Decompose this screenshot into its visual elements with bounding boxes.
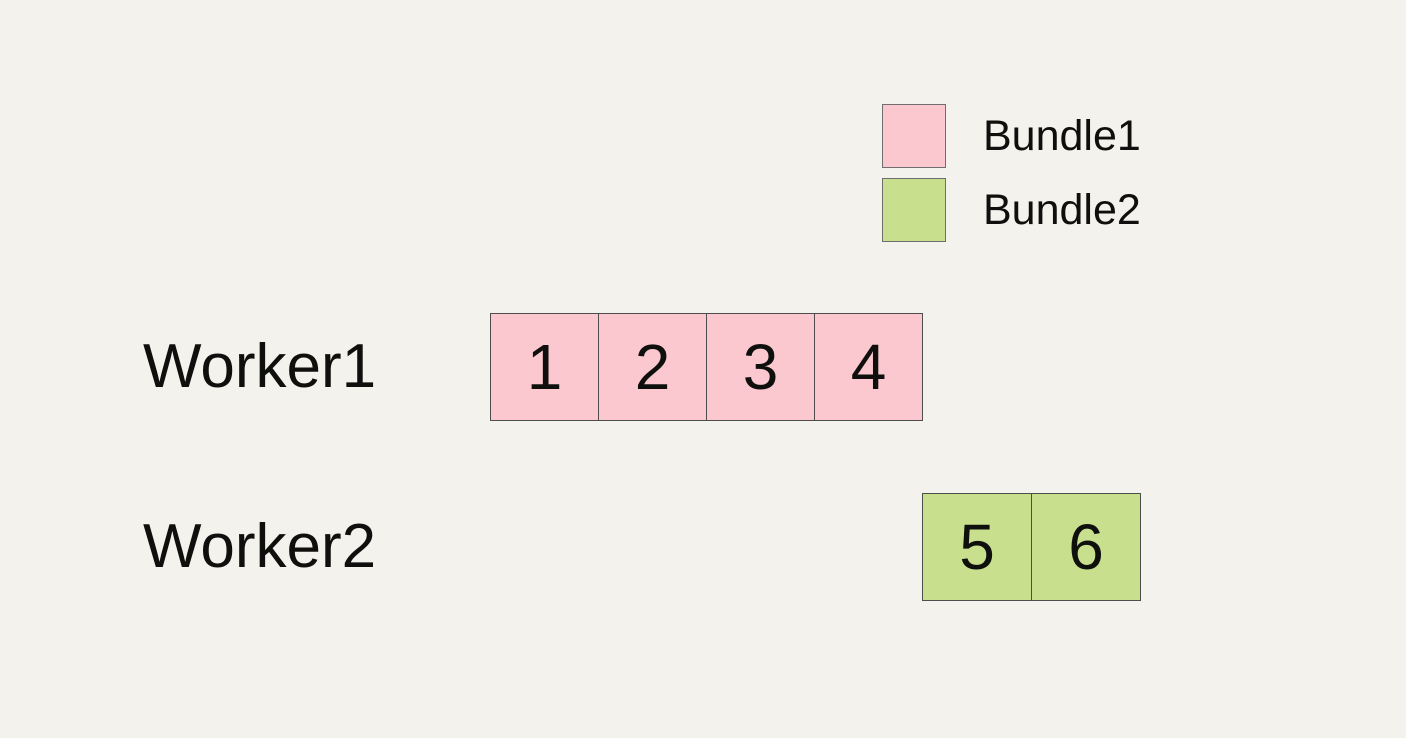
legend-item-bundle2: Bundle2: [882, 178, 1141, 242]
bundle2-swatch-icon: [882, 178, 946, 242]
legend-label-bundle2: Bundle2: [983, 185, 1141, 234]
task-cell-5: 5: [959, 511, 995, 583]
worker1-bundle1-row: 1 2 3 4: [490, 313, 923, 421]
worker2-bundle2-row: 5 6: [922, 493, 1141, 601]
task-cell-3: 3: [706, 314, 814, 420]
legend: Bundle1 Bundle2: [882, 104, 1141, 242]
worker1-label: Worker1: [143, 332, 377, 401]
legend-item-bundle1: Bundle1: [882, 104, 1141, 168]
worker2-label: Worker2: [143, 512, 377, 581]
legend-label-bundle1: Bundle1: [983, 111, 1141, 160]
task-cell-1: 1: [526, 331, 563, 403]
task-cell-6: 6: [1031, 494, 1140, 600]
bundle1-swatch-icon: [882, 104, 946, 168]
task-cell-2: 2: [598, 314, 706, 420]
task-cell-4: 4: [814, 314, 922, 420]
